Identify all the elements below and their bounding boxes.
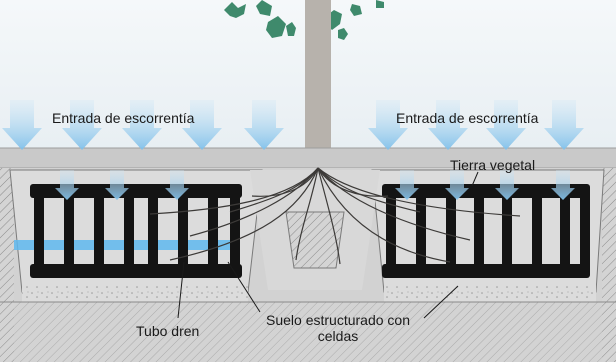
label-topsoil: Tierra vegetal [450,157,536,173]
runoff-arrows [2,100,584,200]
tree-trunk [305,0,331,168]
ground-surface [0,148,616,168]
soil-cells-right [382,184,590,278]
label-runoff-right: Entrada de escorrentía [396,110,539,126]
subgrade [0,302,616,362]
leader-lines [177,171,479,319]
label-structured-soil-line1: Suelo estructurado con [266,312,410,328]
tree-leaves [224,0,384,40]
label-structured-soil: Suelo estructurado con celdas [248,312,428,344]
label-drain-pipe: Tubo dren [136,323,200,339]
gravel-base-right [384,284,596,302]
gravel-base-left [22,284,248,302]
soil-cells-left [30,184,242,278]
label-runoff-left: Entrada de escorrentía [52,110,195,126]
tree-roots [149,167,521,265]
label-structured-soil-line2: celdas [317,328,359,344]
